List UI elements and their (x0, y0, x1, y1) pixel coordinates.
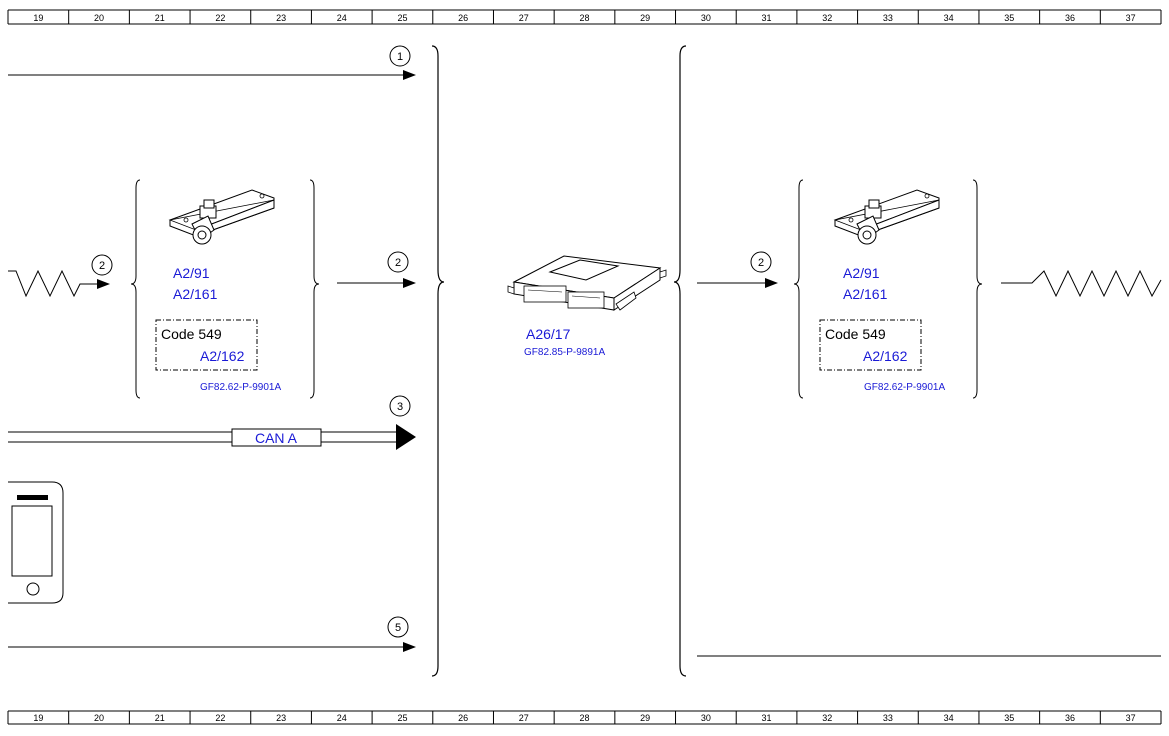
top-ruler-cell-28: 28 (579, 13, 589, 23)
bottom-ruler-cell-30: 30 (701, 713, 711, 723)
marker-5: 5 (395, 622, 401, 634)
top-ruler-cell-36: 36 (1065, 13, 1075, 23)
signal-line-2-middle: 2 (337, 251, 416, 288)
top-ruler-cell-20: 20 (94, 13, 104, 23)
right-module-label-1: A2/91 (843, 265, 880, 281)
bottom-ruler-cell-24: 24 (337, 713, 347, 723)
right-code-box (819, 319, 922, 371)
signal-line-2-right-output (1001, 269, 1162, 298)
center-module-ref: GF82.85-P-9891A (524, 347, 605, 358)
can-bus: CAN A 3 (8, 395, 416, 450)
bottom-ruler-cell-35: 35 (1004, 713, 1014, 723)
right-module-ref: GF82.62-P-9901A (864, 382, 945, 393)
bottom-ruler-cell-31: 31 (762, 713, 772, 723)
bottom-ruler-cell-19: 19 (33, 713, 43, 723)
top-ruler-cell-37: 37 (1126, 13, 1136, 23)
signal-line-2-left-input: 2 (8, 254, 113, 298)
left-code-label: Code 549 (161, 326, 222, 342)
marker-1: 1 (397, 51, 403, 63)
top-ruler-cell-30: 30 (701, 13, 711, 23)
top-ruler-cell-26: 26 (458, 13, 468, 23)
top-ruler-cell-22: 22 (215, 13, 225, 23)
bottom-ruler-cell-21: 21 (155, 713, 165, 723)
right-module-group: A2/91 A2/161 Code 549 A2/162 GF82.62-P-9… (793, 179, 983, 399)
bottom-ruler-cell-28: 28 (579, 713, 589, 723)
left-module-group: A2/91 A2/161 Code 549 A2/162 GF82.62-P-9… (130, 179, 320, 399)
top-ruler-cell-25: 25 (397, 13, 407, 23)
top-ruler-cell-23: 23 (276, 13, 286, 23)
signal-line-1: 1 (8, 45, 416, 80)
top-ruler-cell-31: 31 (762, 13, 772, 23)
top-ruler-cell-35: 35 (1004, 13, 1014, 23)
mobile-phone-icon (8, 481, 64, 604)
bottom-ruler-cell-25: 25 (397, 713, 407, 723)
brace-center-right (431, 45, 445, 677)
top-ruler: 19 20 21 22 23 24 25 26 27 28 29 30 31 32 33 34 35 36 37 (7, 9, 1162, 25)
bottom-ruler-cell-36: 36 (1065, 713, 1075, 723)
top-ruler-cell-32: 32 (822, 13, 832, 23)
bottom-ruler-cell-26: 26 (458, 713, 468, 723)
bottom-ruler-cell-29: 29 (640, 713, 650, 723)
marker-2c: 2 (758, 257, 764, 269)
bottom-ruler-cell-37: 37 (1126, 713, 1136, 723)
left-module-label-2: A2/161 (173, 286, 218, 302)
right-code-value: A2/162 (863, 348, 908, 364)
signal-line-5: 5 (8, 616, 416, 652)
right-code-label: Code 549 (825, 326, 886, 342)
can-a-label: CAN A (255, 430, 298, 446)
bottom-ruler-cell-23: 23 (276, 713, 286, 723)
bottom-ruler-cell-33: 33 (883, 713, 893, 723)
bottom-ruler-cell-27: 27 (519, 713, 529, 723)
left-module-label-1: A2/91 (173, 265, 210, 281)
bottom-ruler-cell-20: 20 (94, 713, 104, 723)
top-ruler-cell-24: 24 (337, 13, 347, 23)
bottom-ruler-cell-22: 22 (215, 713, 225, 723)
top-ruler-cell-33: 33 (883, 13, 893, 23)
brace-center-left (673, 45, 687, 677)
control-unit-icon (507, 255, 667, 311)
left-module-ref: GF82.62-P-9901A (200, 382, 281, 393)
marker-2a: 2 (99, 260, 105, 272)
antenna-module-icon (833, 189, 940, 245)
left-code-value: A2/162 (200, 348, 245, 364)
signal-line-2-right: 2 (697, 251, 778, 288)
marker-3: 3 (397, 401, 403, 413)
center-module-label: A26/17 (526, 326, 571, 342)
top-ruler-cell-19: 19 (33, 13, 43, 23)
bottom-ruler: 19 20 21 22 23 24 25 26 27 28 29 30 31 32 33 34 35 36 37 (7, 710, 1162, 725)
top-ruler-cell-34: 34 (944, 13, 954, 23)
left-code-box (155, 319, 258, 371)
marker-2b: 2 (395, 257, 401, 269)
top-ruler-cell-21: 21 (155, 13, 165, 23)
antenna-module-icon (168, 189, 275, 245)
top-ruler-cell-27: 27 (519, 13, 529, 23)
top-ruler-cell-29: 29 (640, 13, 650, 23)
bottom-ruler-cell-34: 34 (944, 713, 954, 723)
bottom-ruler-cell-32: 32 (822, 713, 832, 723)
right-module-label-2: A2/161 (843, 286, 888, 302)
can-a-label-box (231, 428, 322, 447)
